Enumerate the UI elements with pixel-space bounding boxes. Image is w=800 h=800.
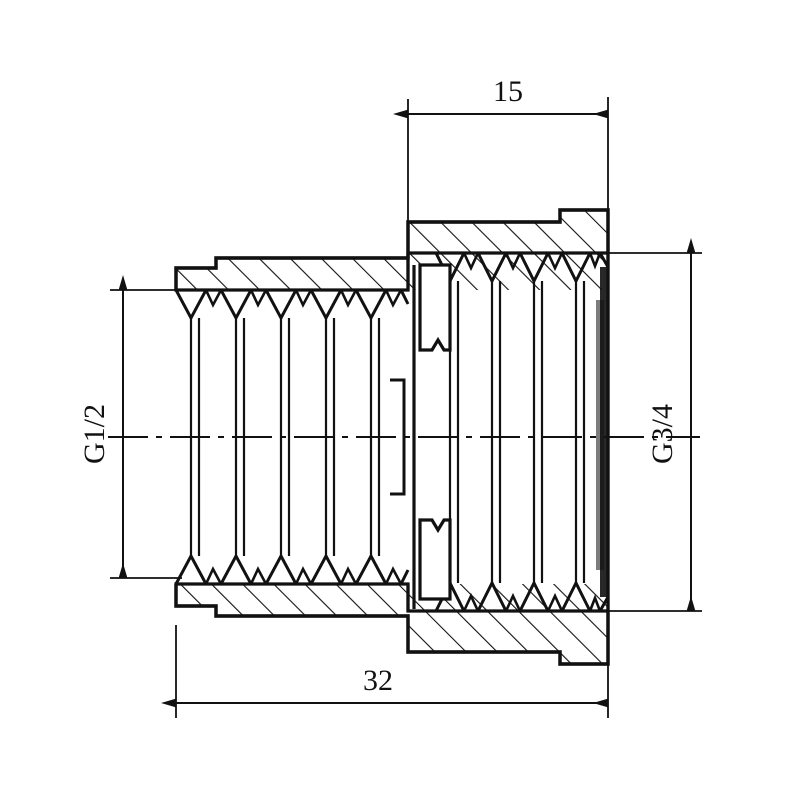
internal-bore-step xyxy=(406,253,416,611)
thread-profile-right-upper xyxy=(408,251,610,437)
thread-profile-left-upper xyxy=(174,288,410,437)
dimension-label-15: 15 xyxy=(493,75,523,108)
relief-slot-lower xyxy=(418,518,452,601)
dimension-15: 15 xyxy=(393,75,609,272)
dimension-32: 32 xyxy=(161,625,609,718)
thread-crest-left-upper xyxy=(204,289,403,308)
bore-notch xyxy=(390,378,406,496)
dimension-g3-4: G3/4 xyxy=(604,238,702,612)
dimension-label-32: 32 xyxy=(363,664,393,697)
thread-profile-left-lower xyxy=(174,437,410,586)
dimension-label-g1-2: G1/2 xyxy=(78,404,111,464)
thread-crest-left-lower xyxy=(204,566,403,585)
thread-crest-right-upper xyxy=(462,252,602,272)
dimension-g1-2: G1/2 xyxy=(78,275,182,579)
right-end-face xyxy=(596,267,608,597)
dimension-label-g3-4: G3/4 xyxy=(646,404,679,464)
thread-profile-right-lower xyxy=(408,437,610,613)
relief-slot-upper xyxy=(418,263,452,352)
thread-crest-right-lower xyxy=(462,592,602,612)
